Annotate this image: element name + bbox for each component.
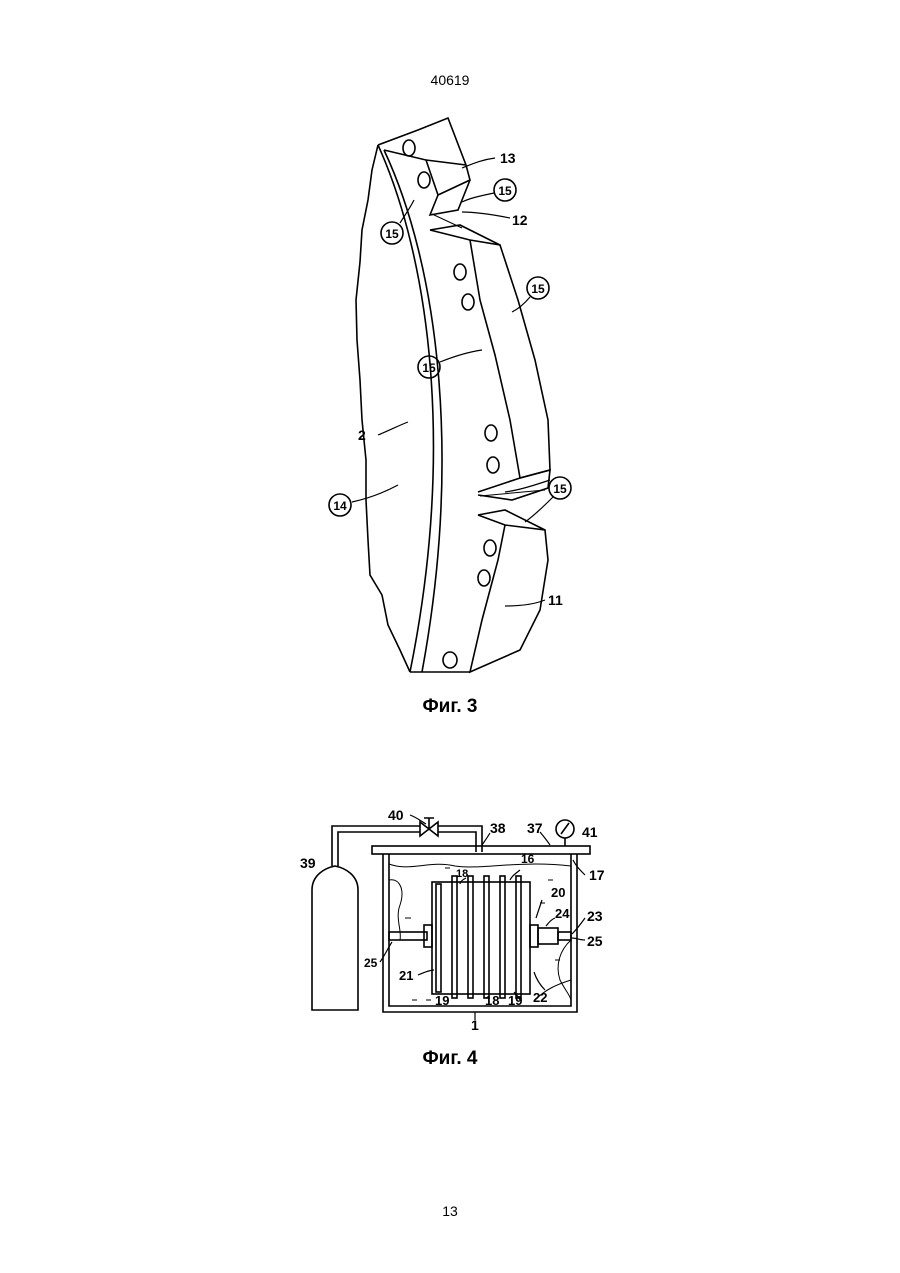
- label-41: 41: [582, 824, 598, 840]
- label-15: 15: [385, 227, 399, 241]
- label-38: 38: [490, 820, 506, 836]
- vessel-lid: [372, 846, 590, 854]
- label-2: 2: [358, 427, 366, 443]
- gas-cylinder: [312, 866, 358, 1010]
- label-24: 24: [555, 906, 570, 921]
- label-23: 23: [587, 908, 603, 924]
- label-14: 14: [333, 499, 347, 513]
- label-40: 40: [388, 807, 404, 823]
- label-12: 12: [512, 212, 528, 228]
- label-18: 18: [456, 868, 468, 880]
- label-25: 25: [587, 933, 603, 949]
- label-19: 19: [435, 993, 449, 1008]
- label-25: 25: [364, 956, 378, 970]
- label-11: 11: [548, 592, 563, 608]
- patent-number: 40619: [0, 72, 900, 88]
- label-18: 18: [485, 993, 499, 1008]
- label-37: 37: [527, 820, 543, 836]
- vessel: [383, 854, 577, 1012]
- page-number: 13: [0, 1203, 900, 1219]
- figure-4-drawing: 40 38 37 41 39 16 17 18 20 24 23 25 25 2…: [290, 800, 610, 1040]
- label-13: 13: [500, 150, 516, 166]
- label-17: 17: [589, 867, 605, 883]
- figure-3-drawing: 13 15 12 15 15 15 2 14 15 11: [300, 110, 600, 700]
- label-19: 19: [508, 993, 522, 1008]
- label-15: 15: [531, 282, 545, 296]
- label-20: 20: [551, 885, 565, 900]
- label-15: 15: [553, 482, 567, 496]
- label-16: 16: [521, 852, 535, 866]
- label-15: 15: [422, 361, 436, 375]
- label-39: 39: [300, 855, 316, 871]
- figure-3-caption: Фиг. 3: [0, 696, 900, 718]
- ring-segment-outline: [356, 145, 410, 672]
- label-22: 22: [533, 990, 547, 1005]
- figure-4-caption: Фиг. 4: [0, 1048, 900, 1070]
- label-15: 15: [498, 184, 512, 198]
- label-21: 21: [399, 968, 413, 983]
- bolt-holes: [403, 140, 499, 668]
- label-1: 1: [471, 1017, 479, 1033]
